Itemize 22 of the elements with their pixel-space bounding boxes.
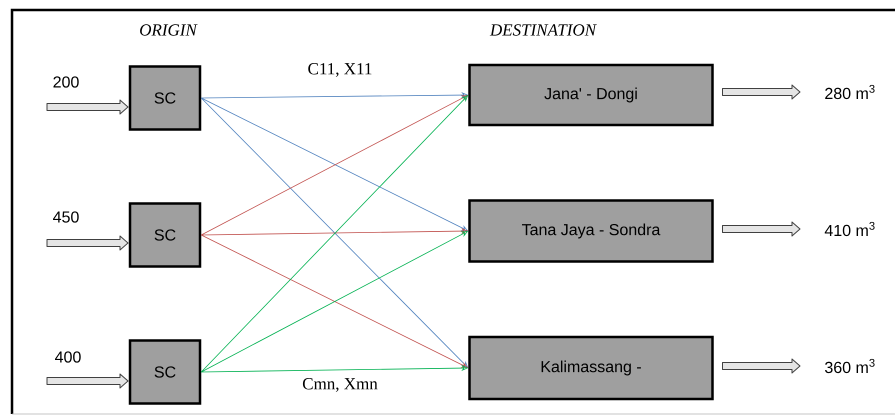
heading: DESTINATION bbox=[490, 24, 597, 36]
edge-label: 450 bbox=[52, 210, 80, 224]
origin-box: SC bbox=[128, 65, 202, 131]
block-arrow bbox=[46, 373, 128, 388]
origin-box: SC bbox=[128, 202, 202, 268]
edge-label: 200 bbox=[52, 75, 80, 89]
edge-label: C11, X11 bbox=[306, 62, 374, 78]
destination-box: Jana' - Dongi bbox=[468, 64, 714, 126]
origin-box: SC bbox=[128, 339, 202, 405]
edge-label: 280 m$^{3}$ bbox=[823, 84, 877, 100]
block-arrow bbox=[46, 235, 128, 250]
block-arrow bbox=[722, 84, 800, 100]
edge-label: 410 m$^{3}$ bbox=[823, 220, 877, 238]
heading: ORIGIN bbox=[140, 24, 198, 36]
edge-label: 360 m$^{3}$ bbox=[823, 358, 877, 374]
block-arrow bbox=[722, 221, 800, 236]
destination-box: Kalimassang - bbox=[468, 336, 714, 400]
edge-label: Cmn, Xmn bbox=[301, 377, 379, 393]
block-arrow bbox=[722, 358, 800, 374]
destination-box: Tana Jaya - Sondra bbox=[468, 199, 714, 263]
block-arrow bbox=[46, 100, 128, 114]
edge-label: 400 bbox=[54, 350, 82, 364]
